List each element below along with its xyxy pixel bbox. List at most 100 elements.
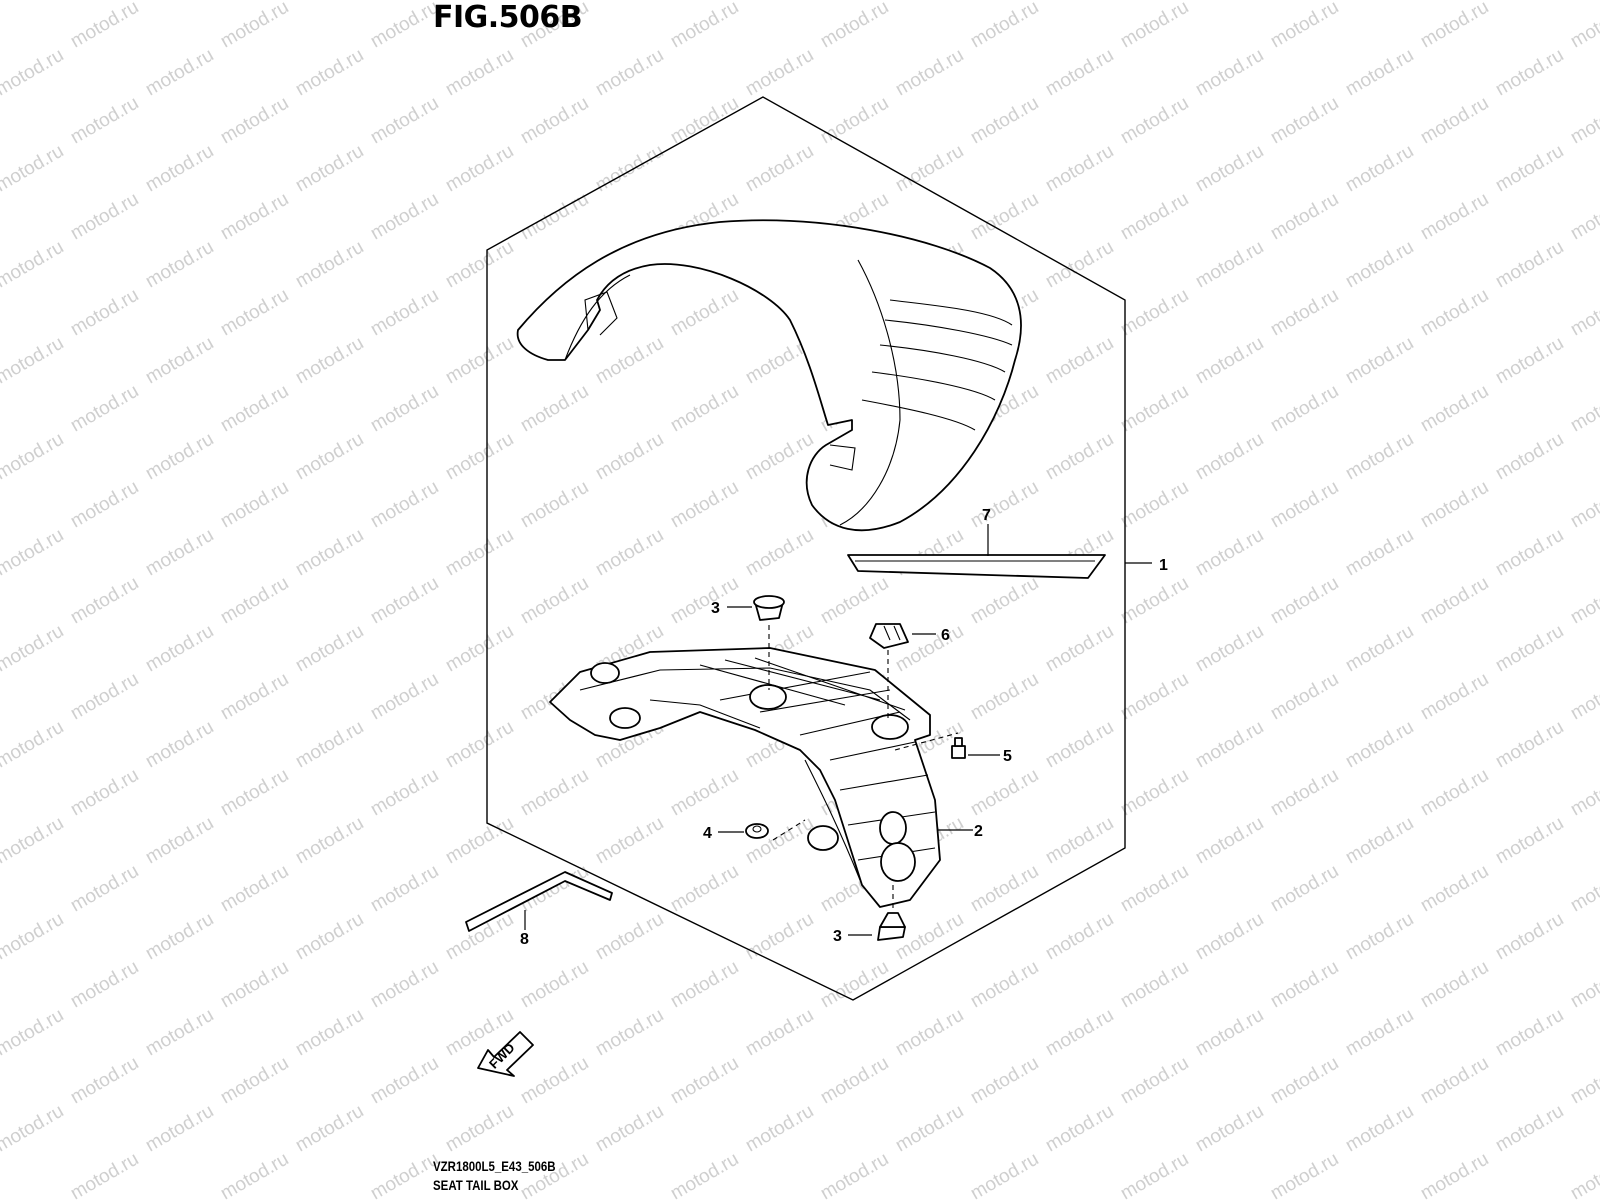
watermark-text: motod.ru bbox=[67, 861, 142, 917]
watermark-text: motod.ru bbox=[0, 525, 67, 581]
callout-2: 2 bbox=[974, 823, 983, 840]
watermark-text: motod.ru bbox=[1267, 93, 1342, 149]
watermark-text: motod.ru bbox=[517, 1053, 592, 1109]
watermark-text: motod.ru bbox=[292, 717, 367, 773]
watermark-text: motod.ru bbox=[442, 1101, 517, 1157]
watermark-text: motod.ru bbox=[1417, 0, 1492, 52]
watermark-text: motod.ru bbox=[292, 45, 367, 101]
watermark-text: motod.ru bbox=[1192, 1005, 1267, 1061]
watermark-text: motod.ru bbox=[1117, 381, 1192, 437]
watermark-text: motod.ru bbox=[367, 1149, 442, 1200]
watermark-text: motod.ru bbox=[1192, 717, 1267, 773]
watermark-text: motod.ru bbox=[1342, 813, 1417, 869]
watermark-text: motod.ru bbox=[142, 909, 217, 965]
watermark-text: motod.ru bbox=[1042, 0, 1117, 4]
watermark-text: motod.ru bbox=[1267, 573, 1342, 629]
watermark-text: motod.ru bbox=[742, 813, 817, 869]
watermark-text: motod.ru bbox=[217, 573, 292, 629]
watermark-text: motod.ru bbox=[967, 765, 1042, 821]
watermark-text: motod.ru bbox=[442, 621, 517, 677]
watermark-text: motod.ru bbox=[1417, 381, 1492, 437]
watermark-text: motod.ru bbox=[742, 1101, 817, 1157]
watermark-text: motod.ru bbox=[0, 813, 67, 869]
watermark-text: motod.ru bbox=[667, 765, 742, 821]
watermark-text: motod.ru bbox=[1567, 93, 1600, 149]
watermark-text: motod.ru bbox=[1417, 93, 1492, 149]
watermark-text: motod.ru bbox=[367, 573, 442, 629]
watermark-text: motod.ru bbox=[1042, 45, 1117, 101]
watermark-text: motod.ru bbox=[1567, 861, 1600, 917]
watermark-text: motod.ru bbox=[1492, 813, 1567, 869]
watermark-text: motod.ru bbox=[142, 1005, 217, 1061]
watermark-text: motod.ru bbox=[1042, 429, 1117, 485]
leader-lines bbox=[524, 524, 1152, 936]
model-code: VZR1800L5_E43_506B bbox=[433, 1158, 556, 1174]
clip-nut bbox=[869, 623, 909, 649]
watermark-text: motod.ru bbox=[0, 141, 67, 197]
watermark-text: motod.ru bbox=[967, 1149, 1042, 1200]
watermark-text: motod.ru bbox=[1342, 1005, 1417, 1061]
watermark-text: motod.ru bbox=[1342, 1101, 1417, 1157]
watermark-text: motod.ru bbox=[667, 573, 742, 629]
watermark-text: motod.ru bbox=[592, 525, 667, 581]
watermark-text: motod.ru bbox=[217, 669, 292, 725]
watermark-text: motod.ru bbox=[667, 285, 742, 341]
watermark-text: motod.ru bbox=[67, 285, 142, 341]
watermark-text: motod.ru bbox=[67, 1053, 142, 1109]
watermark-text: motod.ru bbox=[292, 909, 367, 965]
watermark-text: motod.ru bbox=[0, 45, 67, 101]
watermark-text: motod.ru bbox=[1417, 957, 1492, 1013]
watermark-text: motod.ru bbox=[742, 141, 817, 197]
watermark-text: motod.ru bbox=[1492, 45, 1567, 101]
watermark-text: motod.ru bbox=[1192, 429, 1267, 485]
watermark-text: motod.ru bbox=[1417, 285, 1492, 341]
callout-3-upper: 3 bbox=[711, 600, 720, 617]
watermark-text: motod.ru bbox=[1342, 45, 1417, 101]
watermark-text: motod.ru bbox=[1117, 1149, 1192, 1200]
watermark-text: motod.ru bbox=[592, 333, 667, 389]
watermark-text: motod.ru bbox=[1042, 717, 1117, 773]
watermark-text: motod.ru bbox=[517, 1149, 592, 1200]
watermark-text: motod.ru bbox=[217, 1053, 292, 1109]
watermark-text: motod.ru bbox=[67, 477, 142, 533]
watermark-text: motod.ru bbox=[142, 333, 217, 389]
watermark-text: motod.ru bbox=[142, 0, 217, 4]
watermark-text: motod.ru bbox=[1192, 0, 1267, 4]
watermark-text: motod.ru bbox=[292, 237, 367, 293]
watermark-text: motod.ru bbox=[442, 333, 517, 389]
watermark-text: motod.ru bbox=[142, 717, 217, 773]
watermark-text: motod.ru bbox=[1417, 861, 1492, 917]
watermark-text: motod.ru bbox=[667, 861, 742, 917]
callout-8: 8 bbox=[520, 931, 529, 948]
watermark-text: motod.ru bbox=[592, 813, 667, 869]
callout-7: 7 bbox=[982, 507, 991, 524]
watermark-text: motod.ru bbox=[367, 93, 442, 149]
watermark-text: motod.ru bbox=[1567, 381, 1600, 437]
watermark-text: motod.ru bbox=[292, 429, 367, 485]
watermark-text: motod.ru bbox=[367, 861, 442, 917]
watermark-text: motod.ru bbox=[1342, 429, 1417, 485]
watermark-text: motod.ru bbox=[592, 0, 667, 4]
watermark-text: motod.ru bbox=[1567, 669, 1600, 725]
watermark-text: motod.ru bbox=[1267, 1149, 1342, 1200]
watermark-text: motod.ru bbox=[742, 525, 817, 581]
watermark-text: motod.ru bbox=[1342, 333, 1417, 389]
watermark-text: motod.ru bbox=[742, 429, 817, 485]
watermark-text: motod.ru bbox=[1117, 285, 1192, 341]
seat-tail-bracket bbox=[549, 647, 941, 908]
watermark-text: motod.ru bbox=[817, 573, 892, 629]
watermark-text: motod.ru bbox=[1567, 0, 1600, 52]
watermark-text: motod.ru bbox=[1417, 1149, 1492, 1200]
watermark-text: motod.ru bbox=[1417, 573, 1492, 629]
watermark-text: motod.ru bbox=[742, 909, 817, 965]
watermark-text: motod.ru bbox=[1492, 1101, 1567, 1157]
watermark-text: motod.ru bbox=[1192, 237, 1267, 293]
watermark-text: motod.ru bbox=[1492, 333, 1567, 389]
watermark-text: motod.ru bbox=[1192, 813, 1267, 869]
watermark-text: motod.ru bbox=[1117, 1053, 1192, 1109]
watermark-text: motod.ru bbox=[517, 477, 592, 533]
assembly-guides bbox=[768, 625, 959, 910]
watermark-text: motod.ru bbox=[1192, 45, 1267, 101]
watermark-text: motod.ru bbox=[0, 1005, 67, 1061]
cushion-upper bbox=[753, 595, 785, 621]
